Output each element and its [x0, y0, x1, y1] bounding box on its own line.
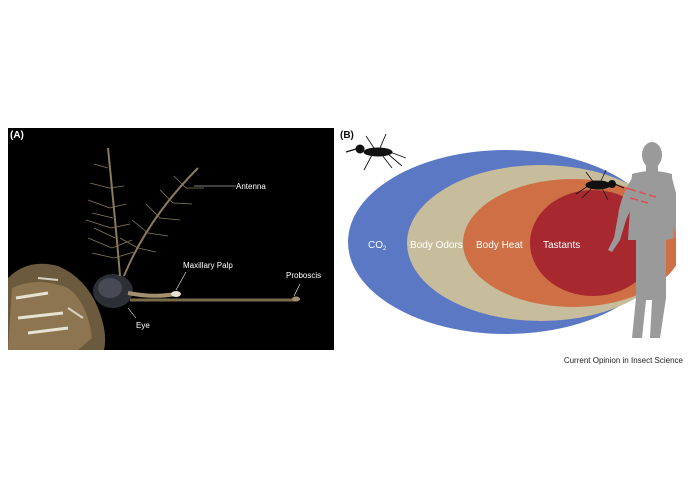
- mosquito-landed-icon: [575, 169, 625, 201]
- label-tastants: Tastants: [543, 240, 580, 251]
- human-silhouette: [608, 142, 682, 338]
- antennae: [85, 147, 204, 277]
- mosquito-head-photo: Antenna Maxillary Palp Proboscis Eye: [8, 128, 334, 350]
- label-proboscis: Proboscis: [286, 271, 321, 280]
- cue-signal-dots: [625, 187, 657, 204]
- label-body-heat: Body Heat: [476, 240, 523, 251]
- journal-credit: Current Opinion in Insect Science: [563, 356, 683, 365]
- label-eye: Eye: [136, 321, 150, 330]
- host-cue-diagram: CO2 Body Odors Body Heat Tastants: [336, 128, 683, 343]
- panel-a-label: (A): [10, 130, 24, 141]
- label-antenna: Antenna: [236, 182, 266, 191]
- label-maxillary-palp: Maxillary Palp: [183, 261, 233, 270]
- label-co2: CO2: [368, 240, 387, 252]
- nested-zones: CO2 Body Odors Body Heat Tastants: [345, 133, 683, 338]
- mosquito-head-illustration: Antenna Maxillary Palp Proboscis Eye: [8, 128, 334, 350]
- label-body-odors: Body Odors: [410, 240, 463, 251]
- panel-b-label: (B): [340, 130, 354, 141]
- mosquito-flying-icon: [345, 133, 407, 171]
